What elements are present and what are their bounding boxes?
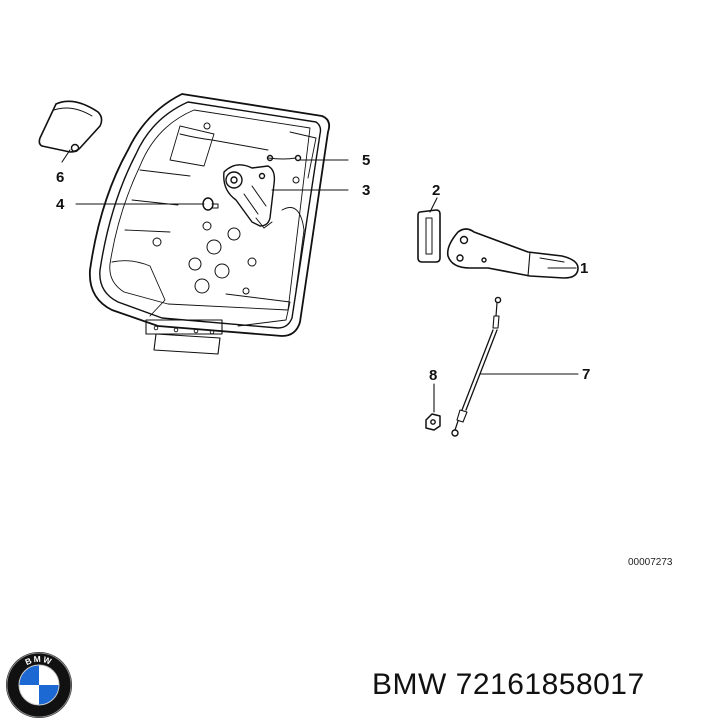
callout-3: 3 xyxy=(362,182,370,199)
logo-lettering: BMW xyxy=(24,654,53,667)
callout-5: 5 xyxy=(362,152,370,169)
pin-part xyxy=(202,197,219,211)
callout-1: 1 xyxy=(580,260,588,277)
seat-backrest-frame xyxy=(89,93,331,355)
diagram-reference-code: 00007273 xyxy=(628,557,673,568)
part-caption: BMW 72161858017 xyxy=(372,668,645,701)
callout-6: 6 xyxy=(56,169,64,186)
leader-lines xyxy=(61,149,579,413)
release-mechanism-part xyxy=(223,164,276,229)
callout-7: 7 xyxy=(582,366,590,383)
nut-part xyxy=(425,413,441,431)
callout-8: 8 xyxy=(429,367,437,384)
callout-2: 2 xyxy=(432,182,440,199)
release-lever-part xyxy=(446,228,579,279)
bmw-logo: BMW xyxy=(6,652,72,718)
callout-4: 4 xyxy=(56,196,65,213)
bowden-cable-part xyxy=(451,296,502,437)
bezel-part xyxy=(417,209,441,263)
cover-cap-part xyxy=(38,100,103,153)
svg-text:BMW: BMW xyxy=(24,654,55,667)
